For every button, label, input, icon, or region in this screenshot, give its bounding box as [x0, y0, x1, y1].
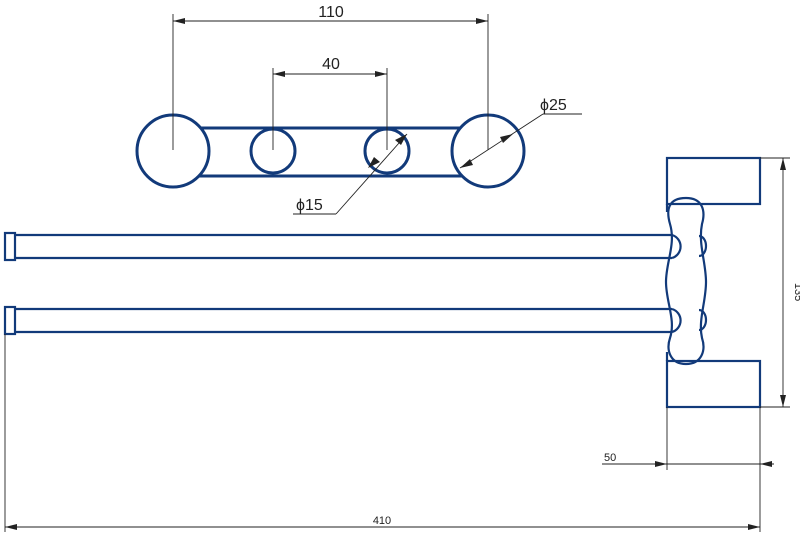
top-view: 110 40 ϕ15 ϕ25 [135, 4, 582, 215]
side-view: 135 50 410 [3, 156, 800, 532]
arrow-110-right [476, 18, 488, 24]
arrow-phi25-b [500, 134, 513, 143]
label-phi15: ϕ15 [296, 197, 323, 214]
arrow-135-bottom [780, 395, 786, 407]
arrow-110-left [173, 18, 185, 24]
upper-bar-joint [671, 233, 682, 260]
upper-wall-bracket [665, 156, 762, 206]
label-phi25: ϕ25 [540, 97, 567, 114]
arrow-50-left [655, 461, 667, 467]
lower-bar-end-cap [3, 305, 17, 336]
arrow-40-right [375, 71, 387, 77]
lower-wall-bracket [665, 359, 762, 409]
arrow-50-right [760, 461, 772, 467]
label-110: 110 [318, 4, 344, 21]
label-135: 135 [792, 283, 800, 301]
arrow-410-right [748, 524, 760, 530]
label-410: 410 [373, 515, 391, 527]
arrow-phi25-a [460, 159, 473, 168]
leader-phi15 [335, 133, 408, 215]
upper-bar-end-cap [3, 231, 17, 262]
arrow-410-left [5, 524, 17, 530]
arrow-135-top [780, 158, 786, 170]
swivel-post [664, 196, 708, 366]
label-40: 40 [322, 56, 340, 73]
arrow-phi15-b [368, 157, 380, 168]
arrow-40-left [273, 71, 285, 77]
leader-phi25 [459, 113, 544, 169]
label-50: 50 [604, 452, 616, 464]
arrow-phi15-a [395, 134, 407, 145]
lower-bar-joint [671, 307, 682, 334]
